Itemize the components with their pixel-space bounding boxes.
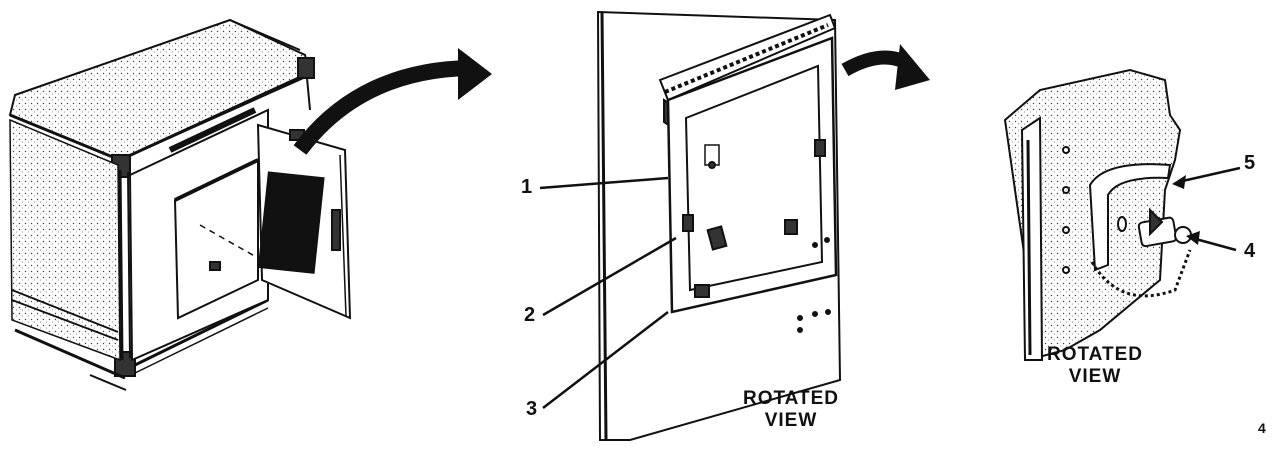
shelter-isometric-view: [8, 18, 352, 391]
callout-2: 2: [524, 304, 536, 326]
callout-leaders-middle: [539, 176, 677, 409]
callout-leaders-right: [1177, 166, 1241, 252]
callout-3: 3: [526, 398, 538, 420]
door-rotated-view: [596, 10, 842, 441]
figure-corner-mark: 4: [1258, 420, 1266, 436]
caption-middle-line2: VIEW: [764, 410, 818, 431]
callout-1: 1: [521, 176, 533, 198]
caption-right-rotated-view: ROTATED VIEW: [1025, 344, 1165, 388]
callout-arrowheads: [1172, 175, 1200, 245]
valve-detail-view: [1003, 68, 1192, 362]
caption-right-line2: VIEW: [1068, 366, 1122, 387]
callout-5: 5: [1244, 152, 1256, 174]
curved-arrow-right: [841, 44, 930, 90]
curved-arrow-left: [293, 48, 492, 155]
caption-middle-rotated-view: ROTATED VIEW: [716, 388, 866, 432]
caption-middle-line1: ROTATED: [742, 388, 839, 409]
callout-4: 4: [1244, 240, 1256, 262]
caption-right-line1: ROTATED: [1046, 344, 1143, 365]
